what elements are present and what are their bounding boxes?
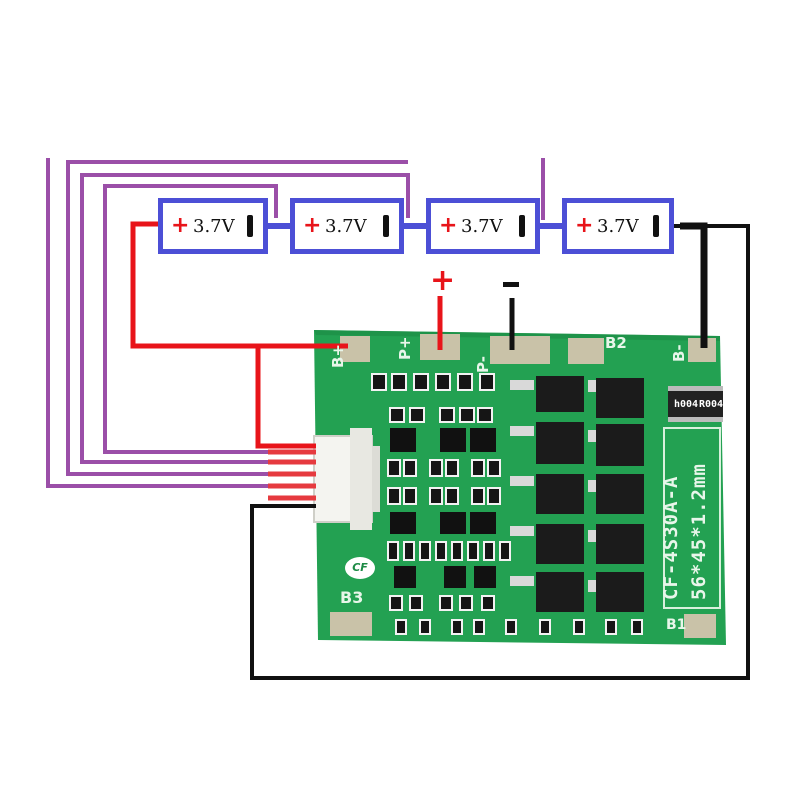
label-b-minus: B- (670, 344, 688, 362)
mosfet (536, 422, 584, 464)
minus-icon (653, 215, 659, 237)
shunt-resistor-1-label: h004 (674, 399, 699, 410)
load-negative-sign (503, 282, 519, 287)
ic-chips (390, 428, 496, 588)
mosfet (596, 474, 644, 514)
positive-wires (130, 221, 443, 449)
mosfet (596, 378, 644, 418)
battery-voltage: 3.7V (325, 216, 367, 237)
pad-p-minus (490, 336, 550, 364)
pcb-edge-shadow (314, 330, 720, 341)
shunt-resistor-2 (695, 386, 723, 422)
shunt-cap (668, 386, 696, 391)
load-positive-sign: + (430, 263, 456, 298)
connector-pins (372, 446, 380, 512)
battery-negative-wire (250, 224, 750, 680)
smd-grid (371, 373, 643, 635)
board-model-label: CF-4S30A-A (660, 475, 682, 600)
label-p-minus: P- (474, 356, 492, 373)
mosfet (596, 572, 644, 612)
label-b2: B2 (605, 334, 627, 352)
pad-b3 (330, 612, 372, 636)
shunt-resistor-2-label: R004 (699, 399, 724, 410)
battery-cell-3: + 3.7V (426, 198, 540, 254)
connector-latch (350, 428, 372, 530)
mosfet (536, 572, 584, 612)
plus-icon: + (439, 213, 458, 238)
shunt-resistor-1 (668, 386, 696, 422)
balance-connector (313, 428, 380, 530)
mosfet (596, 524, 644, 564)
minus-icon (383, 215, 389, 237)
mosfet (536, 376, 584, 412)
battery-positive-wire (130, 221, 348, 349)
plus-icon: + (303, 213, 322, 238)
mosfet (596, 424, 644, 466)
mosfet (536, 474, 584, 514)
mosfet-tabs (510, 380, 596, 592)
connector-red-wire (255, 346, 316, 449)
label-b3: B3 (340, 588, 364, 607)
minus-icon (519, 215, 525, 237)
balance-wire-2 (80, 173, 410, 464)
pad-b1 (684, 614, 716, 638)
bms-board (313, 330, 726, 645)
board-size-label: 56*45*1.2mm (688, 463, 710, 600)
balance-wire-1 (103, 184, 278, 454)
shunt-cap (668, 417, 696, 422)
shunt-cap (695, 417, 723, 422)
label-b-plus: B+ (329, 343, 347, 368)
label-p-plus: P+ (396, 336, 414, 360)
pad-b-plus (340, 336, 370, 362)
shunt-cap (695, 386, 723, 391)
balance-wires (46, 158, 545, 488)
battery-cell-4: + 3.7V (562, 198, 674, 254)
mosfet-column-a (536, 376, 584, 612)
plus-icon: + (171, 213, 190, 238)
battery-cell-1: + 3.7V (158, 198, 268, 254)
battery-voltage: 3.7V (193, 216, 235, 237)
battery-cell-2: + 3.7V (290, 198, 404, 254)
battery-negative-lead (680, 222, 708, 348)
plus-icon: + (575, 213, 594, 238)
battery-voltage: 3.7V (461, 216, 503, 237)
mosfet-column-b (596, 378, 644, 612)
negative-wires (250, 222, 750, 680)
battery-voltage: 3.7V (597, 216, 639, 237)
model-silk-box (663, 427, 721, 609)
mosfet (536, 524, 584, 564)
balance-wire-4 (46, 158, 268, 488)
pad-b2 (568, 338, 604, 364)
minus-icon (247, 215, 253, 237)
label-b1: B1 (666, 617, 687, 633)
balance-wire-3 (66, 160, 408, 476)
balance-wire-leads (268, 449, 316, 501)
cf-logo: CF (345, 557, 375, 579)
